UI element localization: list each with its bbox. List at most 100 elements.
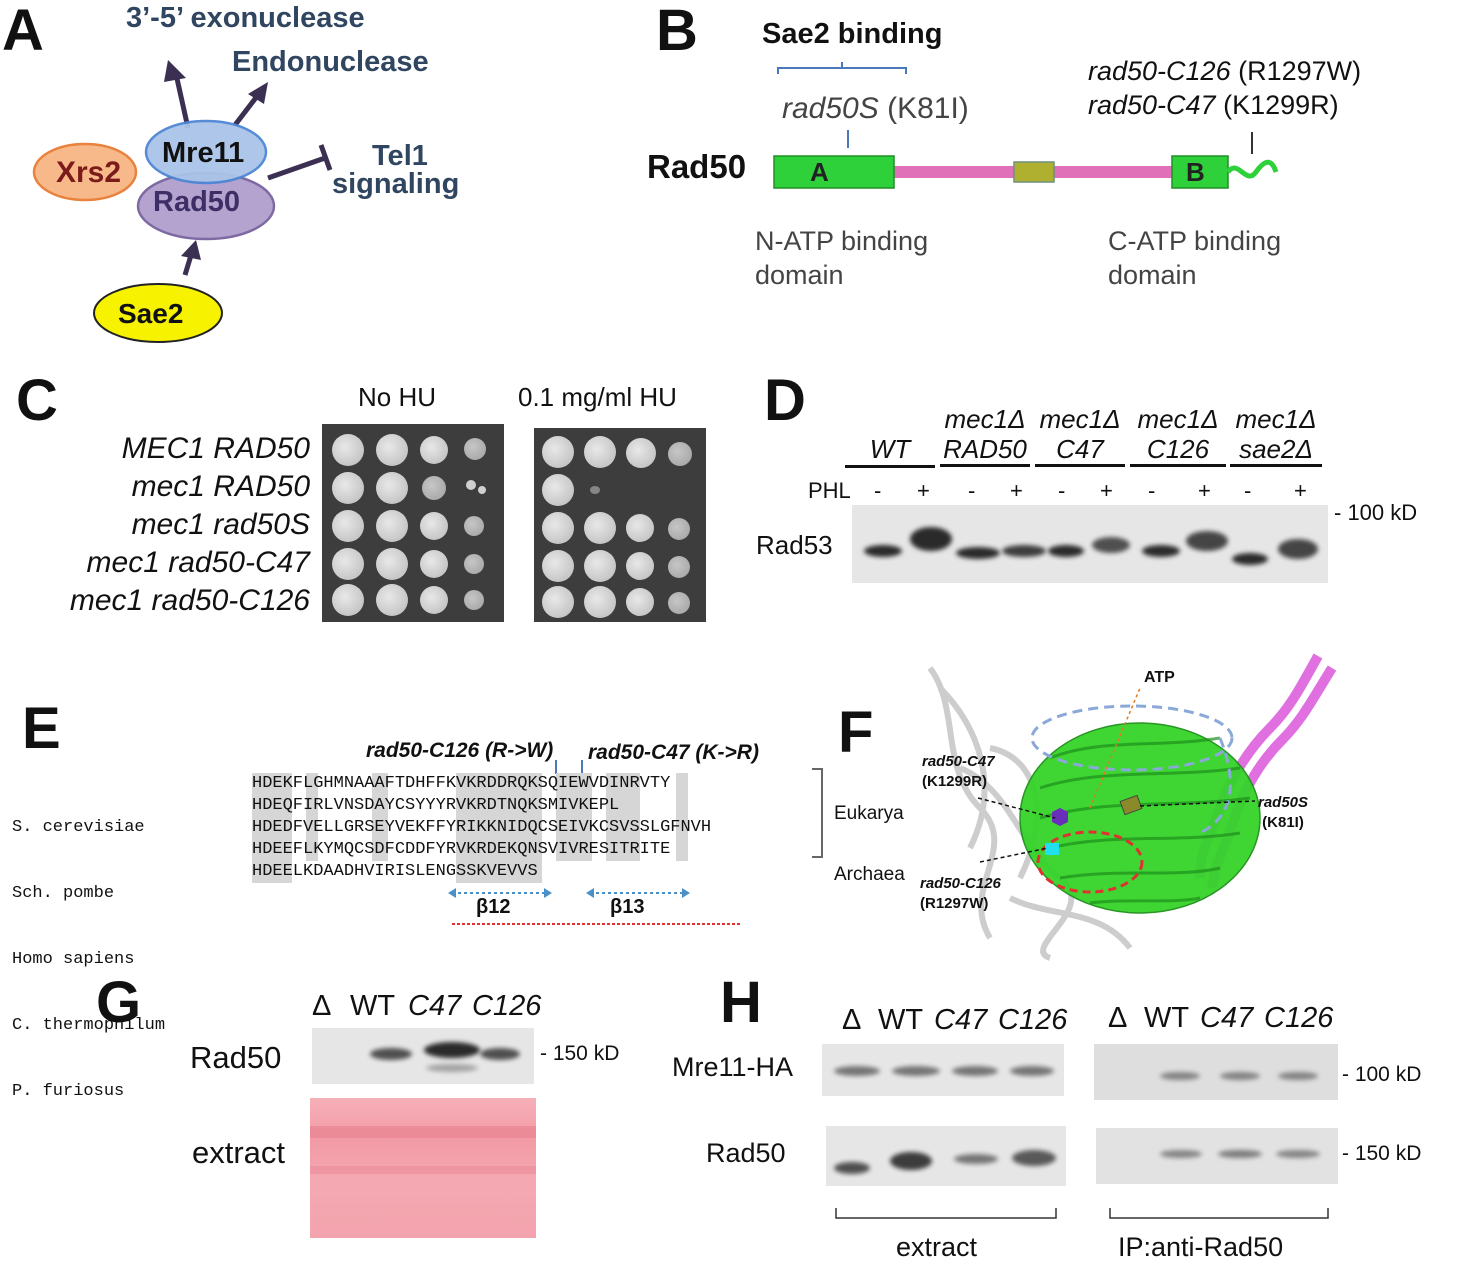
xrs2-label: Xrs2 <box>56 156 122 189</box>
h-extract-lane-c47: C47 <box>934 1004 988 1036</box>
hu-label: 0.1 mg/ml HU <box>518 382 677 412</box>
h-extract-lane-wt: WT <box>878 1004 924 1036</box>
g-extract-label: extract <box>192 1135 286 1170</box>
h-mre11-label: Mre11-HA <box>672 1052 794 1082</box>
exonuclease-label: 3’-5’ exonuclease <box>126 2 365 34</box>
h-extract-lane-delta: Δ <box>842 1004 862 1036</box>
g-lane-delta: Δ <box>312 990 332 1022</box>
h-mre11-ip-blot <box>1094 1044 1338 1100</box>
h-group-brackets <box>835 1208 1329 1219</box>
strain-2: mec1 RAD50 <box>131 470 310 503</box>
sae2-ellipse <box>93 283 223 343</box>
h-extract-label: extract <box>896 1232 978 1262</box>
rad50s-structure-label: rad50S(K81I) <box>1258 794 1309 831</box>
rad50-protein-label: Rad50 <box>647 148 747 185</box>
phl-minus-2: - <box>968 478 976 503</box>
tel1-inhibit-bar <box>318 144 333 171</box>
g-rad50-label: Rad50 <box>190 1040 282 1075</box>
h-marker-100kd: - 100 kD <box>1342 1063 1422 1086</box>
strain-5: mec1 rad50-C126 <box>69 584 310 617</box>
phl-minus-3: - <box>1058 478 1066 503</box>
panel-letter-f: F <box>838 700 874 765</box>
species-2: Sch. pombe <box>12 884 115 903</box>
domain-a-label: A <box>810 157 829 187</box>
archaea-label: Archaea <box>834 864 905 885</box>
strain-1: MEC1 RAD50 <box>121 432 310 465</box>
c126-alignment-label: rad50-C126 (R->W) <box>366 739 554 762</box>
panel-letter-b: B <box>656 0 698 63</box>
c47-structure-label: rad50-C47(K1299R) <box>922 753 995 790</box>
h-mre11-extract-blot <box>822 1044 1064 1096</box>
h-ip-lane-wt: WT <box>1144 1002 1190 1034</box>
h-rad50-extract-blot <box>826 1126 1066 1186</box>
species-4: C. thermophilum <box>12 1016 166 1035</box>
rad50-domain-diagram <box>773 62 1279 189</box>
strain-3: mec1 rad50S <box>131 508 310 541</box>
phl-label: PHL <box>808 478 851 503</box>
h-ip-label: IP:anti-Rad50 <box>1118 1232 1284 1262</box>
atp-label: ATP <box>1144 669 1175 686</box>
mre11-ellipse <box>144 119 268 185</box>
h-ip-lane-c47: C47 <box>1200 1002 1254 1034</box>
rad53-label: Rad53 <box>756 530 833 560</box>
beta13-label: β13 <box>610 896 645 918</box>
panel-letter-d: D <box>764 368 806 433</box>
sae2-label: Sae2 <box>118 298 184 329</box>
h-ip-lane-delta: Δ <box>1108 1002 1128 1034</box>
h-ip-lane-c126: C126 <box>1264 1002 1334 1034</box>
endonuclease-label: Endonuclease <box>232 46 429 78</box>
exonuclease-arrow <box>173 73 191 129</box>
c126-label: rad50-C126 (R1297W) <box>1088 56 1362 86</box>
eukarya-label: Eukarya <box>834 803 904 824</box>
phl-minus-5: - <box>1244 478 1252 503</box>
sequence-row-2: HDEQFIRLVNSDAYCSYYYRVKRDTNQKSMIVKEPL <box>252 796 620 815</box>
domain-a-box <box>773 155 895 189</box>
c47-alignment-label: rad50-C47 (K->R) <box>588 741 759 764</box>
g-ponceau-extract <box>310 1098 536 1238</box>
phl-plus-3: + <box>1100 478 1113 503</box>
rad50-label: Rad50 <box>153 186 241 218</box>
plate-no-hu <box>322 424 504 622</box>
rad50-structure-image <box>927 653 1337 961</box>
rad50s-label: rad50S (K81I) <box>782 92 969 125</box>
phl-plus-4: + <box>1198 478 1211 503</box>
h-rad50-ip-blot <box>1096 1128 1338 1184</box>
species-5: P. furiosus <box>12 1082 125 1101</box>
c47-label: rad50-C47 (K1299R) <box>1088 90 1339 120</box>
xrs2-ellipse <box>32 142 138 202</box>
strain-list: MEC1 RAD50 mec1 RAD50 mec1 rad50S mec1 r… <box>0 430 310 620</box>
h-extract-lane-c126: C126 <box>998 1004 1068 1036</box>
h-marker-150kd: - 150 kD <box>1342 1142 1422 1165</box>
plate-hu <box>534 428 706 622</box>
h-rad50-label: Rad50 <box>706 1138 786 1168</box>
species-1: S. cerevisiae <box>12 818 145 837</box>
panel-letter-g: G <box>96 970 142 1035</box>
no-hu-label: No HU <box>358 382 437 412</box>
beta12-label: β12 <box>476 896 511 918</box>
c126-structure-label: rad50-C126(R1297W) <box>920 875 1001 912</box>
sequence-row-4: HDEEFLKYMQCSDFCDDFYRVKRDEKQNSVIVRESITRIT… <box>252 840 671 859</box>
mrx-complex-diagram <box>32 60 333 343</box>
panel-letter-c: C <box>16 368 58 433</box>
rad53-blot <box>852 505 1328 583</box>
strain-4: mec1 rad50-C47 <box>86 546 310 579</box>
g-lane-c126: C126 <box>472 990 542 1022</box>
phl-plus-5: + <box>1294 478 1307 503</box>
species-3: Homo sapiens <box>12 950 135 969</box>
phl-plus-1: + <box>917 478 930 503</box>
tel1-label: Tel1 <box>372 140 428 172</box>
g-marker-150kd: - 150 kD <box>540 1042 620 1065</box>
sae2-binding-label: Sae2 binding <box>762 18 943 50</box>
phl-minus-4: - <box>1148 478 1156 503</box>
tel1-inhibit-line <box>267 155 326 181</box>
g-rad50-blot <box>312 1028 534 1084</box>
phl-minus-1: - <box>874 478 882 503</box>
sequence-row-3: HDEDFVELLGRSEYVEKFFYRIKKNIDQCSEIVKCSVSSL… <box>252 818 712 837</box>
sequence-row-5: HDEELKDAADHVIRISLENGSSKVEVVS <box>252 862 538 881</box>
hinge-box <box>1013 161 1055 183</box>
